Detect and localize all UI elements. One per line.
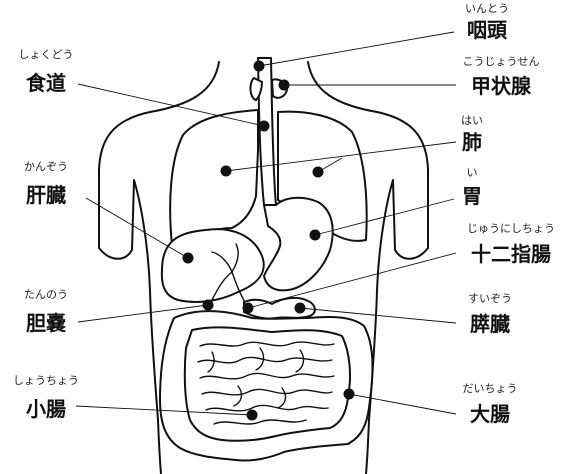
dot-large-intestine	[343, 388, 355, 400]
duodenum-reading: じゅうにしちょう	[467, 222, 555, 235]
pharynx-reading: いんとう	[465, 2, 509, 15]
small-intestine-reading: しょうちょう	[13, 374, 79, 387]
large-intestine-inner	[183, 326, 351, 442]
leader-lungs	[225, 141, 457, 172]
esophagus-label: 食道	[26, 71, 66, 95]
stomach-reading: い	[467, 166, 478, 179]
dot-liver	[182, 252, 194, 264]
dot-lung-right	[312, 166, 324, 178]
leader-esophagus	[77, 83, 265, 127]
leader-stomach	[314, 198, 455, 236]
leader-pharynx	[258, 31, 455, 67]
gallbladder-reading: たんのう	[24, 288, 68, 301]
left-labels: しょくどう 食道 かんぞう 肝臓 たんのう 胆嚢 しょうちょう 小腸	[13, 48, 79, 421]
stomach-label: 胃	[462, 184, 482, 208]
marker-dots	[182, 60, 355, 421]
thyroid-label: 甲状腺	[471, 74, 532, 98]
dot-esophagus	[258, 120, 270, 132]
dot-duodenum	[242, 302, 254, 314]
dot-thyroid	[278, 79, 290, 91]
leader-pancreas	[299, 307, 457, 324]
leader-gallbladder	[77, 304, 209, 323]
small-intestine-label: 小腸	[26, 397, 66, 421]
leader-small-intestine	[75, 405, 253, 416]
torso-left-outline	[98, 61, 220, 474]
small-intestine-loops	[197, 341, 335, 425]
leader-liver	[85, 197, 189, 259]
pancreas-reading: すいぞう	[468, 292, 512, 305]
right-labels: いんとう 咽頭 こうじょうせん 甲状腺 はい 肺 い 胃 じゅうにしちょう 十二…	[461, 2, 555, 426]
left-lung-shape	[169, 109, 259, 246]
lungs-reading: はい	[461, 114, 483, 127]
bile-duct-shape	[211, 243, 247, 305]
dot-stomach	[309, 229, 321, 241]
lungs-label: 肺	[462, 130, 482, 154]
large-intestine-reading: だいちょう	[463, 382, 518, 395]
thyroid-shape	[249, 77, 288, 101]
duodenum-label: 十二指腸	[471, 242, 551, 266]
esophagus-reading: しょくどう	[19, 48, 74, 61]
pancreas-label: 膵臓	[470, 312, 510, 336]
thyroid-reading: こうじょうせん	[463, 55, 540, 68]
dot-small-intestine	[246, 409, 258, 421]
dot-lung-left	[220, 165, 232, 177]
gallbladder-label: 胆嚢	[26, 311, 67, 335]
dot-pancreas	[294, 302, 306, 314]
liver-shape	[160, 228, 265, 303]
pharynx-label: 咽頭	[467, 18, 508, 42]
leader-duodenum	[247, 252, 457, 309]
stomach-shape	[263, 196, 334, 292]
liver-reading: かんぞう	[24, 160, 68, 173]
liver-label: 肝臓	[26, 183, 66, 207]
large-intestine-label: 大腸	[470, 402, 510, 426]
leader-large-intestine	[348, 393, 457, 415]
dot-gallbladder	[202, 299, 214, 311]
dot-pharynx	[253, 60, 265, 72]
